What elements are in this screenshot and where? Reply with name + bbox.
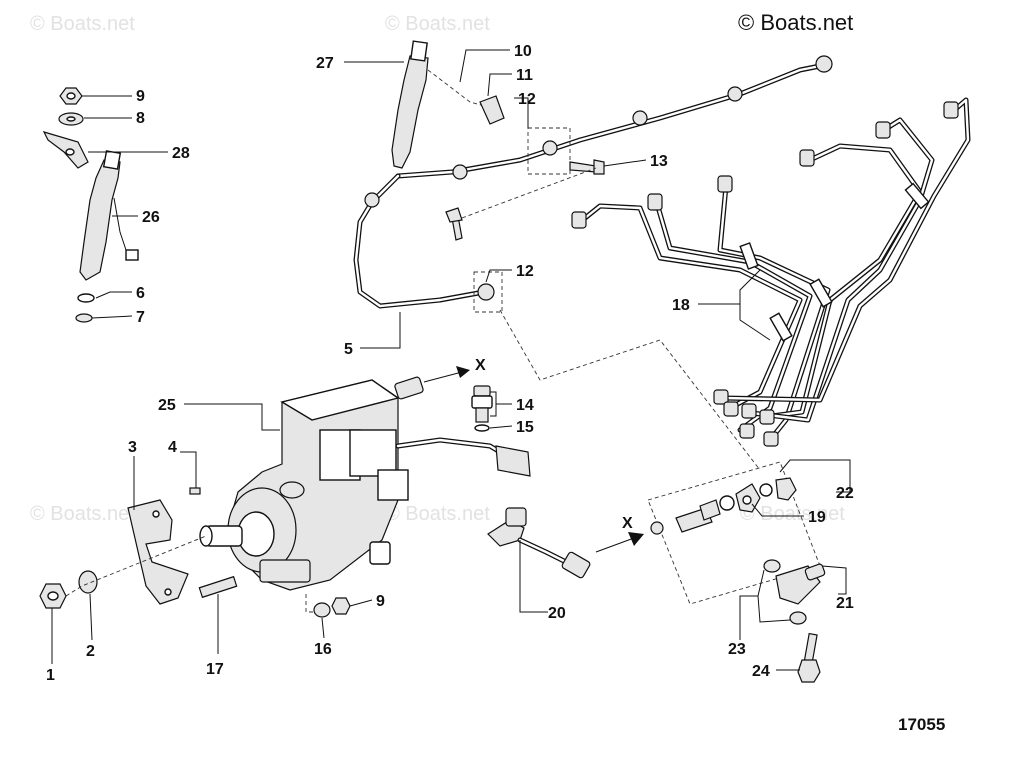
washer-part-16 bbox=[313, 602, 331, 618]
dash-link bbox=[305, 594, 316, 613]
dash-link bbox=[427, 69, 493, 109]
callout-27: 27 bbox=[316, 55, 334, 72]
dash-link bbox=[65, 535, 207, 597]
callout-25: 25 bbox=[158, 397, 176, 414]
connection-mark-x: X bbox=[622, 515, 633, 532]
watermark: © Boats.net bbox=[385, 13, 490, 35]
key-part-4 bbox=[189, 487, 201, 495]
clamp-hole bbox=[65, 148, 75, 156]
callout-20: 20 bbox=[548, 605, 566, 622]
callouts: 27 10 11 12 13 9 8 28 26 6 7 12 18 5 25 bbox=[46, 43, 854, 684]
connection-arrow-top: X bbox=[423, 357, 486, 383]
oring-part-15 bbox=[474, 424, 490, 432]
watermark: © Boats.net bbox=[740, 503, 845, 525]
callout-12: 12 bbox=[518, 91, 536, 108]
banjo-fitting-part-21 bbox=[763, 559, 826, 625]
callout-12: 12 bbox=[516, 263, 534, 280]
injector-part-26 bbox=[79, 159, 121, 281]
callout-9: 9 bbox=[136, 88, 145, 105]
washer-hole bbox=[66, 116, 76, 122]
callout-4: 4 bbox=[168, 439, 177, 456]
callout-22: 22 bbox=[836, 485, 854, 502]
injector-part-27 bbox=[391, 55, 429, 169]
washer-part-6 bbox=[77, 293, 95, 303]
callout-11: 11 bbox=[516, 67, 533, 84]
stud-part-17 bbox=[198, 575, 238, 599]
callout-21: 21 bbox=[836, 595, 854, 612]
callout-24: 24 bbox=[752, 663, 770, 680]
callout-19: 19 bbox=[808, 509, 826, 526]
valve-assembly-part-19 bbox=[647, 461, 821, 605]
fuel-line-part-5 bbox=[353, 55, 833, 309]
callout-28: 28 bbox=[172, 145, 190, 162]
nut-hole bbox=[66, 92, 76, 100]
watermark: © Boats.net bbox=[30, 13, 135, 35]
watermark: © Boats.net bbox=[30, 503, 135, 525]
clamp-part-28 bbox=[42, 131, 89, 169]
callout-8: 8 bbox=[136, 110, 145, 127]
figure-number: 17055 bbox=[898, 715, 945, 734]
watermarks: © Boats.net © Boats.net © Boats.net © Bo… bbox=[30, 13, 845, 525]
dash-box-12a bbox=[527, 127, 571, 175]
sensor-part-20 bbox=[487, 507, 591, 579]
callout-14: 14 bbox=[516, 397, 534, 414]
callout-18: 18 bbox=[672, 297, 690, 314]
fitting-part-11 bbox=[479, 95, 505, 125]
fuel-line-bundle-part-18 bbox=[571, 97, 971, 447]
bolt-part-24 bbox=[797, 632, 821, 683]
watermark: © Boats.net bbox=[385, 503, 490, 525]
bolt-part-13 bbox=[569, 159, 605, 175]
sensor-part-14 bbox=[471, 385, 493, 423]
callout-13: 13 bbox=[650, 153, 668, 170]
injector-top-thread bbox=[410, 40, 428, 62]
connection-arrow-bottom: X bbox=[595, 515, 644, 553]
callout-16: 16 bbox=[314, 641, 332, 658]
dash-box-12b bbox=[473, 271, 503, 313]
callout-2: 2 bbox=[86, 643, 95, 660]
callout-7: 7 bbox=[136, 309, 145, 326]
copyright-notice: © Boats.net bbox=[738, 10, 853, 35]
callout-5: 5 bbox=[344, 341, 353, 358]
injector-assembly-left bbox=[42, 87, 139, 323]
bolt-part-12b bbox=[445, 207, 463, 241]
dash-link bbox=[499, 309, 761, 471]
injector-connector bbox=[125, 249, 139, 261]
dash-link bbox=[461, 167, 597, 219]
connection-mark-x: X bbox=[475, 357, 486, 374]
injector-thread bbox=[102, 150, 122, 170]
injector-assembly-top bbox=[391, 40, 505, 169]
seal-part-7 bbox=[75, 313, 93, 323]
washer-part-2 bbox=[78, 570, 98, 594]
callout-23: 23 bbox=[728, 641, 746, 658]
callout-17: 17 bbox=[206, 661, 224, 678]
callout-26: 26 bbox=[142, 209, 160, 226]
callout-10: 10 bbox=[514, 43, 532, 60]
callout-6: 6 bbox=[136, 285, 145, 302]
plate-part-3 bbox=[127, 499, 189, 605]
callout-1: 1 bbox=[46, 667, 55, 684]
injector-wire bbox=[113, 197, 133, 257]
callout-3: 3 bbox=[128, 439, 137, 456]
callout-15: 15 bbox=[516, 419, 534, 436]
bolt-part-9 bbox=[331, 597, 351, 615]
fuel-pump-part-25 bbox=[199, 376, 531, 591]
callout-9: 9 bbox=[376, 593, 385, 610]
